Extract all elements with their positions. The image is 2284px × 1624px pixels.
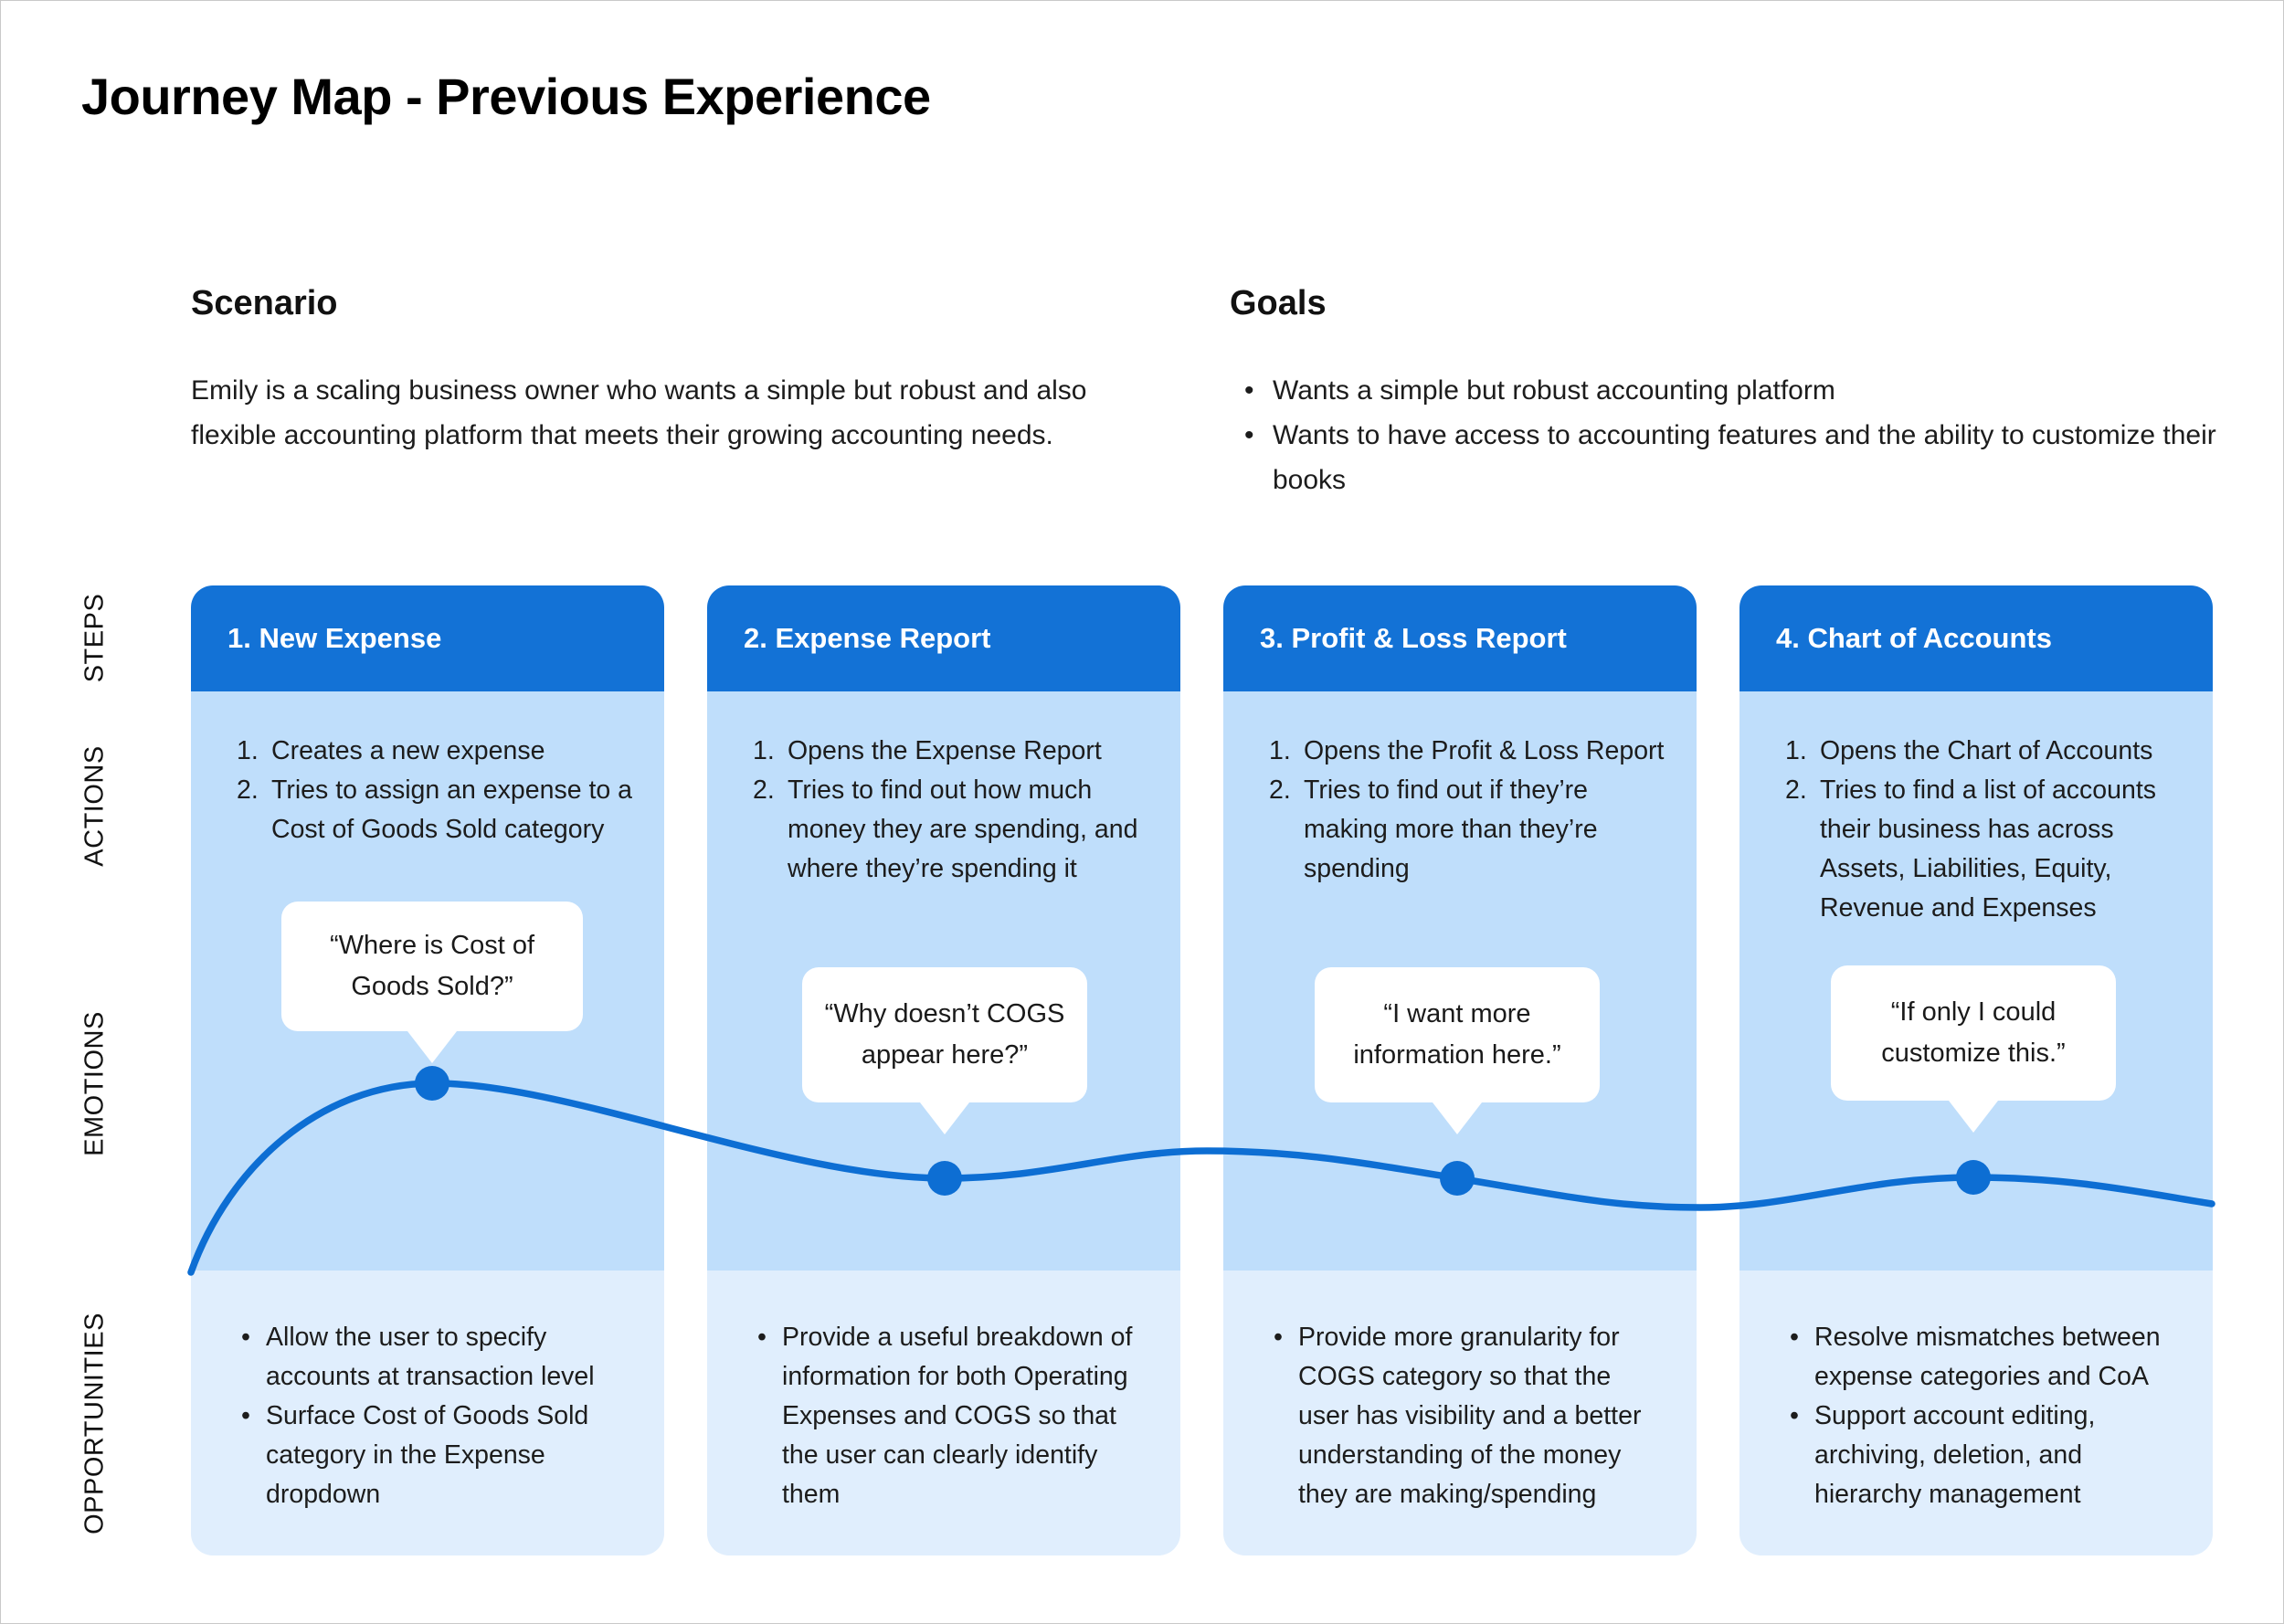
action-item: Opens the Chart of Accounts (1785, 732, 2153, 771)
opportunities-list: Resolve mismatches between expense categ… (1790, 1318, 2180, 1514)
opportunities-panel: Provide a useful breakdown of informatio… (707, 1271, 1180, 1555)
step-header-label: 4. Chart of Accounts (1776, 622, 2052, 654)
opportunities-list: Provide more granularity for COGS catego… (1274, 1318, 1664, 1514)
emotion-quote: “Why doesn’t COGS appear here?” (824, 999, 1065, 1070)
step-header: 1. New Expense (191, 585, 664, 691)
step-header: 4. Chart of Accounts (1739, 585, 2213, 691)
step-header: 3. Profit & Loss Report (1223, 585, 1697, 691)
opportunities-list: Provide a useful breakdown of informatio… (757, 1318, 1147, 1514)
actions-list: Creates a new expense Tries to assign an… (191, 691, 664, 849)
action-item: Tries to find a list of accounts their b… (1785, 771, 2157, 923)
goal-item: Wants to have access to accounting featu… (1230, 413, 2239, 502)
step-header-label: 3. Profit & Loss Report (1260, 622, 1567, 654)
step-header-label: 2. Expense Report (744, 622, 991, 654)
action-item: Creates a new expense (237, 732, 545, 771)
emotion-speech-bubble: “I want more information here.” (1315, 967, 1600, 1102)
opportunities-panel: Resolve mismatches between expense categ… (1739, 1271, 2213, 1555)
scenario-text: Emily is a scaling business owner who wa… (191, 375, 1087, 450)
opportunity-item: Resolve mismatches between expense categ… (1790, 1318, 2180, 1397)
action-item: Tries to find out how much money they ar… (753, 771, 1138, 883)
opportunity-item: Provide a useful breakdown of informatio… (757, 1318, 1147, 1514)
emotion-speech-bubble: “Why doesn’t COGS appear here?” (802, 967, 1087, 1102)
action-item: Opens the Profit & Loss Report (1269, 732, 1665, 771)
emotion-quote: “Where is Cost of Goods Sold?” (330, 931, 534, 1001)
action-item: Tries to assign an expense to a Cost of … (237, 771, 633, 844)
opportunities-panel: Provide more granularity for COGS catego… (1223, 1271, 1697, 1555)
action-item: Opens the Expense Report (753, 732, 1102, 771)
goals-list: Wants a simple but robust accounting pla… (1230, 368, 2239, 502)
opportunity-item: Allow the user to specify accounts at tr… (241, 1318, 631, 1397)
opportunity-item: Support account editing, archiving, dele… (1790, 1397, 2180, 1514)
opportunity-item: Provide more granularity for COGS catego… (1274, 1318, 1664, 1514)
actions-list: Opens the Chart of Accounts Tries to fin… (1739, 691, 2213, 928)
opportunities-panel: Allow the user to specify accounts at tr… (191, 1271, 664, 1555)
opportunities-list: Allow the user to specify accounts at tr… (241, 1318, 631, 1514)
emotion-quote: “If only I could customize this.” (1881, 997, 2066, 1068)
goals-heading: Goals (1230, 284, 1327, 322)
emotion-quote: “I want more information here.” (1353, 999, 1561, 1070)
actions-list: Opens the Expense Report Tries to find o… (707, 691, 1180, 889)
step-header: 2. Expense Report (707, 585, 1180, 691)
actions-list: Opens the Profit & Loss Report Tries to … (1223, 691, 1697, 889)
row-label-opportunities: OPPORTUNITIES (79, 1313, 110, 1534)
goal-item: Wants a simple but robust accounting pla… (1230, 368, 2239, 413)
step-header-label: 1. New Expense (227, 622, 442, 654)
action-item: Tries to find out if they’re making more… (1269, 771, 1598, 883)
opportunity-item: Surface Cost of Goods Sold category in t… (241, 1397, 631, 1514)
emotion-speech-bubble: “If only I could customize this.” (1831, 965, 2116, 1101)
row-label-emotions: EMOTIONS (79, 1011, 110, 1156)
scenario-heading: Scenario (191, 284, 338, 322)
journey-column-new-expense: 1. New Expense Creates a new expense Tri… (191, 585, 664, 1555)
page-title: Journey Map - Previous Experience (81, 68, 931, 125)
emotion-speech-bubble: “Where is Cost of Goods Sold?” (281, 902, 583, 1031)
